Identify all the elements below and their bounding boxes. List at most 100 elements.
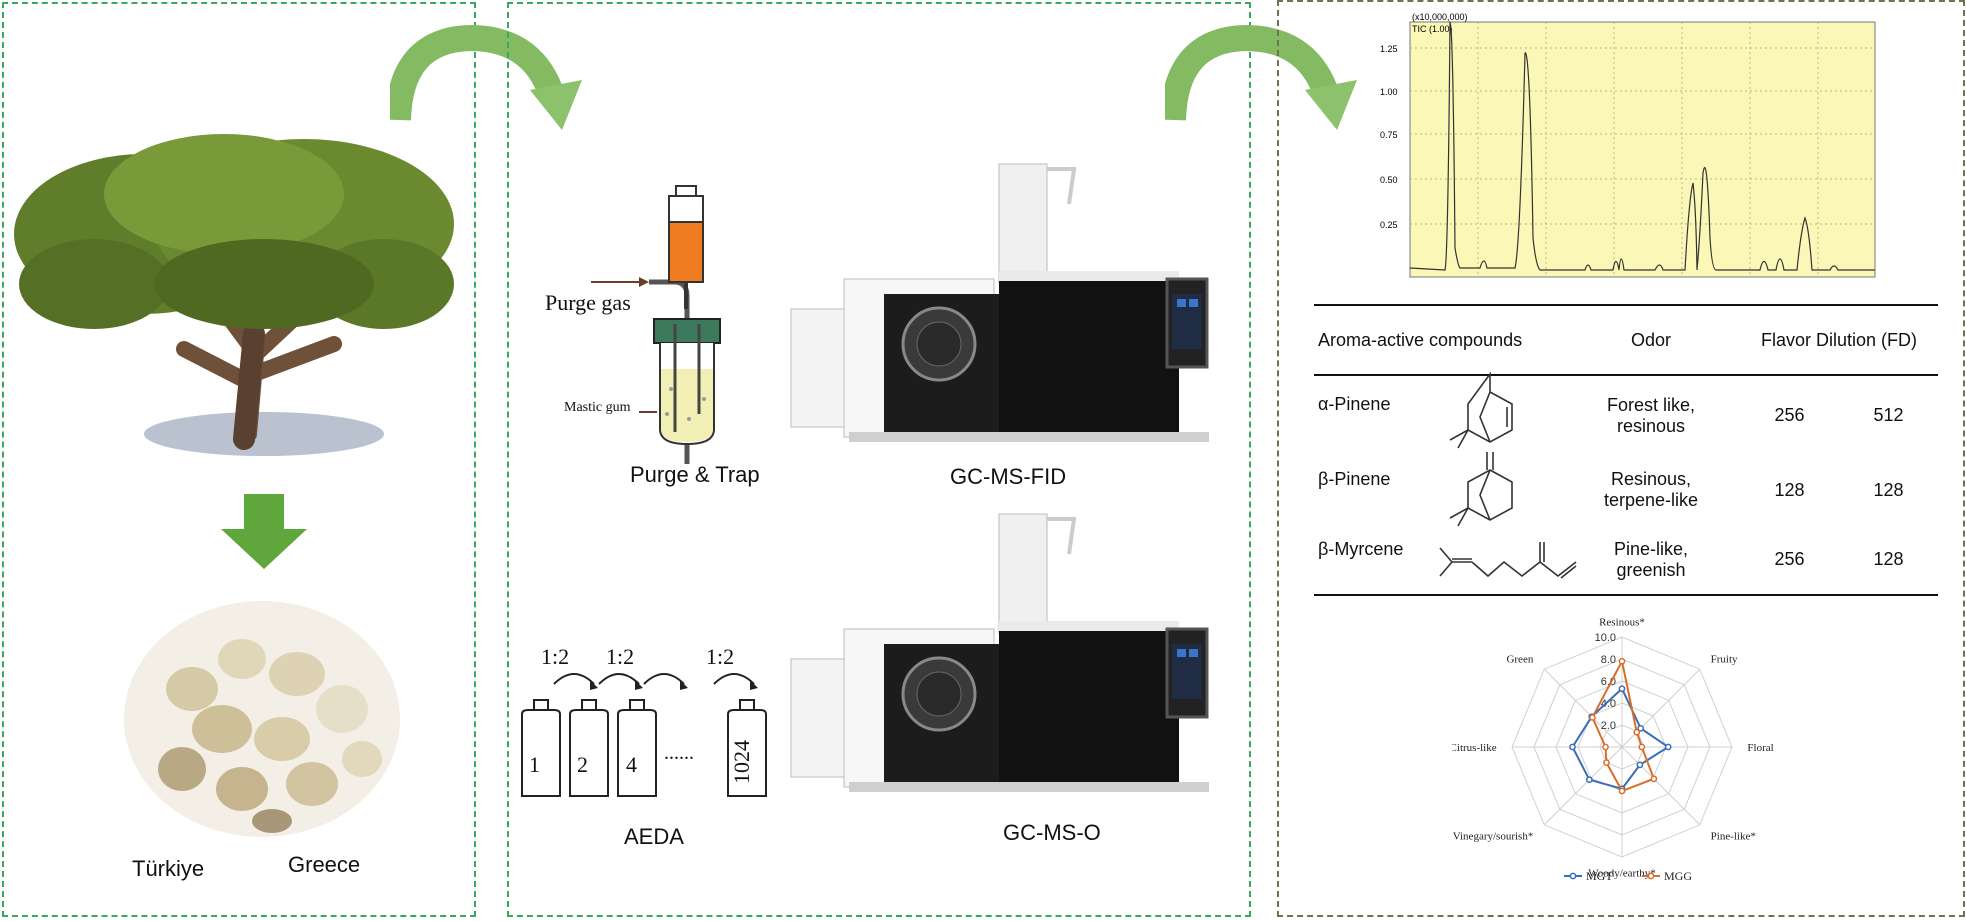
y-tick: 1.00	[1380, 87, 1398, 97]
compound-name: β-Pinene	[1318, 469, 1391, 489]
radar-point	[1638, 743, 1646, 751]
radar-ticks: 2.04.06.08.010.0	[1595, 632, 1616, 732]
radar-grid	[1511, 636, 1733, 858]
bottle-label-2: 2	[577, 752, 588, 777]
fd-value-2: 512	[1873, 405, 1904, 425]
analysis-panel: Purge gas Mastic gum Purge & Trap GC-MS-…	[507, 2, 1251, 917]
compound-name: α-Pinene	[1318, 394, 1391, 414]
radar-point	[1589, 714, 1596, 721]
radar-point	[1603, 759, 1610, 766]
purge-trap-label: Purge & Trap	[630, 462, 760, 487]
radar-point	[1636, 761, 1644, 769]
radar-point	[1618, 787, 1626, 795]
down-arrow-icon	[221, 494, 307, 569]
compound-name: β-Myrcene	[1314, 525, 1562, 596]
source-panel: Türkiye Greece	[2, 2, 476, 917]
fd-value-1: 128	[1774, 479, 1805, 500]
y-tick: 0.25	[1380, 220, 1398, 230]
fd-value-1: 256	[1740, 525, 1839, 596]
curved-arrow-icon	[1165, 24, 1357, 130]
fd-value-1: 256	[1774, 405, 1805, 425]
radar-axis-label: Resinous*	[1599, 617, 1645, 629]
gcms-o-label: GC-MS-O	[1003, 820, 1101, 845]
mastic-gum-resin-image	[124, 601, 400, 837]
table-row: α-Pinene Forest like, resinous 256 512	[1314, 375, 1938, 455]
chromatogram-plot-area	[1409, 21, 1876, 278]
mastic-gum-label: Mastic gum	[564, 400, 631, 415]
aroma-compounds-table: Aroma-active compounds Odor Flavor Dilut…	[1314, 304, 1938, 596]
radar-point	[1569, 743, 1576, 751]
chromatogram-trace	[1409, 21, 1875, 271]
dilution-ratio-2: 1:2	[606, 644, 635, 669]
radar-point	[1602, 743, 1609, 751]
radar-axis-label: Floral	[1747, 742, 1773, 754]
chromatogram-trace-label: TIC (1.00)	[1412, 24, 1453, 34]
bottle-label-1: 1	[529, 752, 540, 777]
radar-axis-label: Citrus-like	[1452, 742, 1497, 754]
dilution-ellipsis: ......	[664, 742, 694, 764]
radar-point	[1650, 775, 1658, 783]
radar-point	[1633, 728, 1641, 736]
mastic-tree-illustration	[14, 134, 454, 456]
odor-description: Pine-like, greenish	[1562, 525, 1740, 596]
radar-axis-label: Pine-like*	[1711, 831, 1756, 843]
radar-point	[1618, 685, 1626, 693]
legend-label: MGG	[1664, 869, 1692, 883]
aeda-dilution-series	[521, 673, 767, 797]
radar-tick-label: 2.0	[1601, 720, 1616, 732]
radar-spoke	[1543, 668, 1623, 748]
radar-tick-label: 4.0	[1601, 698, 1616, 710]
fd-value-2: 128	[1873, 479, 1904, 500]
label-greece: Greece	[288, 852, 361, 877]
alpha-pinene-structure	[1449, 372, 1513, 449]
radar-point	[1664, 743, 1672, 751]
legend-label: MGT	[1586, 869, 1613, 883]
radar-point	[1637, 724, 1645, 732]
sensory-radar-chart: 2.04.06.08.010.0 Resinous*FruityFloralPi…	[1452, 617, 1774, 883]
bottle-label-4: 4	[626, 752, 637, 777]
header-odor: Odor	[1562, 304, 1740, 376]
fd-value-2: 128	[1839, 525, 1938, 596]
table-row: β-Pinene Resinous, terpene-like 128 128	[1314, 455, 1938, 525]
purge-trap-apparatus	[591, 185, 721, 464]
purge-gas-label: Purge gas	[545, 290, 631, 315]
chromatogram: (x10,000,000) TIC (1.00) 1.25 1.00 0.75 …	[1380, 12, 1876, 278]
results-panel	[1277, 0, 1965, 917]
radar-spoke	[1543, 746, 1623, 826]
radar-spoke	[1621, 746, 1701, 826]
y-tick: 0.75	[1380, 130, 1398, 140]
dilution-ratio-3: 1:2	[706, 644, 735, 669]
beta-myrcene-structure	[1439, 542, 1577, 579]
radar-axis-label: Woody/earthy*	[1588, 867, 1656, 879]
table-row: β-Myrcene Pine-like, greenish 256 128	[1314, 525, 1938, 596]
radar-legend: MGT MGG	[1564, 869, 1692, 883]
y-tick: 1.25	[1380, 44, 1398, 54]
radar-axis-label: Fruity	[1711, 653, 1738, 665]
aeda-label: AEDA	[624, 824, 684, 849]
radar-axis-label: Green	[1506, 653, 1533, 665]
radar-series	[1569, 657, 1672, 795]
radar-tick-label: 10.0	[1595, 632, 1616, 644]
header-compounds: Aroma-active compounds	[1314, 304, 1562, 376]
odor-description: Resinous, terpene-like	[1603, 469, 1699, 510]
legend-marker	[1569, 872, 1577, 880]
radar-point	[1618, 657, 1626, 665]
bottle-label-1024: 1024	[729, 740, 754, 784]
curved-arrow-icon	[390, 24, 582, 130]
chromatogram-scale: (x10,000,000)	[1412, 12, 1468, 22]
gcms-fid-instrument	[790, 163, 1209, 442]
radar-axis-label: Vinegary/sourish*	[1453, 831, 1534, 843]
legend-marker	[1647, 872, 1655, 880]
radar-point	[1585, 776, 1593, 784]
radar-tick-label: 8.0	[1601, 654, 1616, 666]
gcms-fid-label: GC-MS-FID	[950, 464, 1067, 489]
dilution-ratio-1: 1:2	[541, 644, 570, 669]
header-fd: Flavor Dilution (FD)	[1740, 304, 1938, 376]
beta-pinene-structure	[1449, 452, 1513, 527]
odor-description: Forest like, resinous	[1606, 394, 1696, 436]
table-header-row: Aroma-active compounds Odor Flavor Dilut…	[1314, 304, 1938, 376]
gcms-o-instrument	[790, 513, 1209, 792]
label-turkiye: Türkiye	[132, 856, 205, 881]
y-tick: 0.50	[1380, 175, 1398, 185]
